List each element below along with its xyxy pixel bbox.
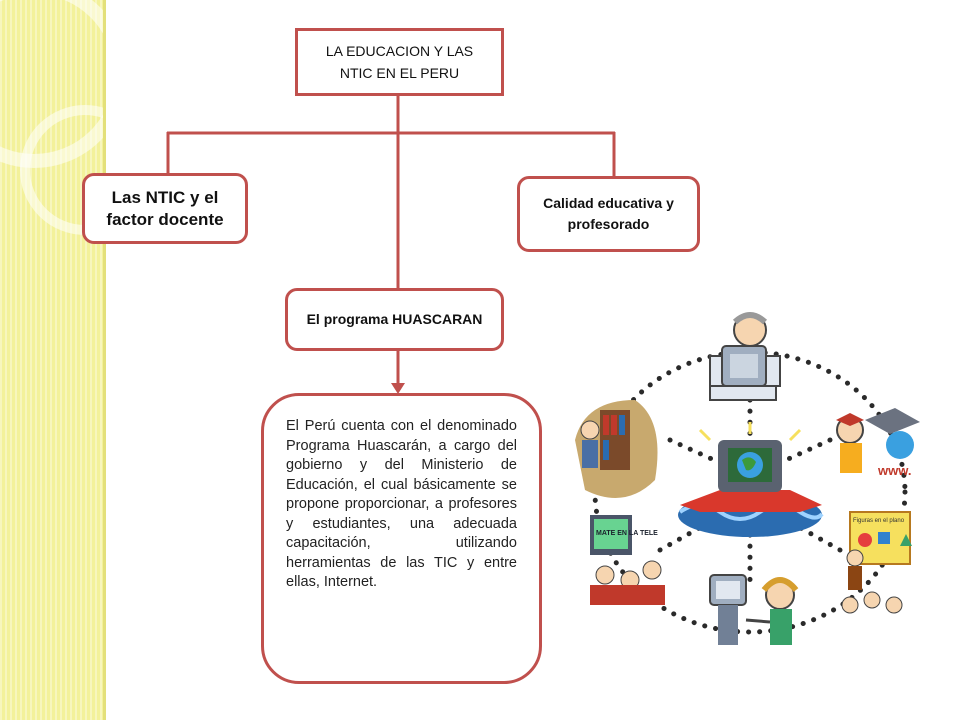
root-node: LA EDUCACION Y LAS NTIC EN EL PERU bbox=[295, 28, 504, 96]
student-graduate-figure: www. bbox=[836, 408, 920, 478]
board-title: Figuras en el plano bbox=[853, 518, 905, 524]
sidebar-edge bbox=[103, 0, 106, 720]
classroom-tv-figure: MATE EN LA TELE bbox=[590, 515, 665, 605]
teacher-computer-figure bbox=[709, 312, 781, 401]
library-figure bbox=[575, 400, 658, 498]
root-node-label: LA EDUCACION Y LAS NTIC EN EL PERU bbox=[325, 43, 474, 81]
education-illustration: www. MATE EN LA TELE Figuras en el plano bbox=[575, 312, 920, 645]
node-ntic-factor-docente-label: Las NTIC y el factor docente bbox=[106, 187, 224, 229]
sidebar-ring-small bbox=[20, 105, 106, 235]
www-text: www. bbox=[877, 463, 911, 478]
description-box: El Perú cuenta con el denominado Program… bbox=[261, 393, 542, 684]
node-programa-huascaran-label: El programa HUASCARAN bbox=[306, 311, 483, 327]
teacher-board-figure: Figuras en el plano bbox=[841, 511, 912, 614]
node-calidad-educativa-label: Calidad educativa y profesorado bbox=[543, 195, 674, 232]
girl-robot-figure bbox=[709, 574, 799, 645]
node-calidad-educativa: Calidad educativa y profesorado bbox=[517, 176, 700, 252]
node-programa-huascaran: El programa HUASCARAN bbox=[285, 288, 504, 351]
decorative-sidebar bbox=[0, 0, 106, 720]
tv-sign-text: MATE EN LA TELE bbox=[596, 530, 658, 537]
center-computer bbox=[678, 422, 824, 537]
connector-arrowhead bbox=[391, 383, 405, 394]
node-ntic-factor-docente: Las NTIC y el factor docente bbox=[82, 173, 248, 244]
description-text: El Perú cuenta con el denominado Program… bbox=[286, 418, 517, 590]
